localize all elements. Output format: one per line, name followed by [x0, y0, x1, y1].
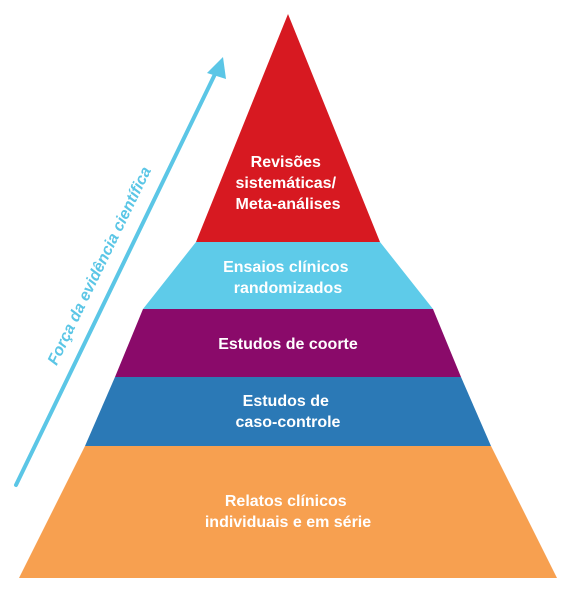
- pyramid-level-1-shape: [196, 14, 380, 242]
- pyramid-level-3-label: Estudos de coorte: [218, 336, 358, 353]
- arrow-head-icon: [207, 57, 226, 79]
- pyramid-level-2-label: Ensaios clínicos randomizados: [223, 259, 353, 297]
- pyramid-level-1-label: Revisões sistemáticas/ Meta-análises: [236, 154, 341, 213]
- pyramid-level-2-shape: [143, 242, 433, 309]
- arrow-shaft: [14, 68, 219, 487]
- pyramid-level-3: Estudos de coorte: [115, 309, 461, 377]
- evidence-strength-arrow: [14, 57, 226, 487]
- pyramid-level-5: Relatos clínicos individuais e em série: [19, 446, 557, 578]
- pyramid-level-4-shape: [85, 377, 491, 446]
- pyramid-level-1: Revisões sistemáticas/ Meta-análises: [196, 14, 380, 242]
- pyramid-level-2: Ensaios clínicos randomizados: [143, 242, 433, 309]
- pyramid-level-5-shape: [19, 446, 557, 578]
- pyramid-level-3-shape: [115, 309, 461, 377]
- pyramid-level-5-label: Relatos clínicos individuais e em série: [205, 493, 371, 531]
- pyramid-level-4: Estudos de caso-controle: [85, 377, 491, 446]
- pyramid-level-4-label: Estudos de caso-controle: [236, 393, 341, 431]
